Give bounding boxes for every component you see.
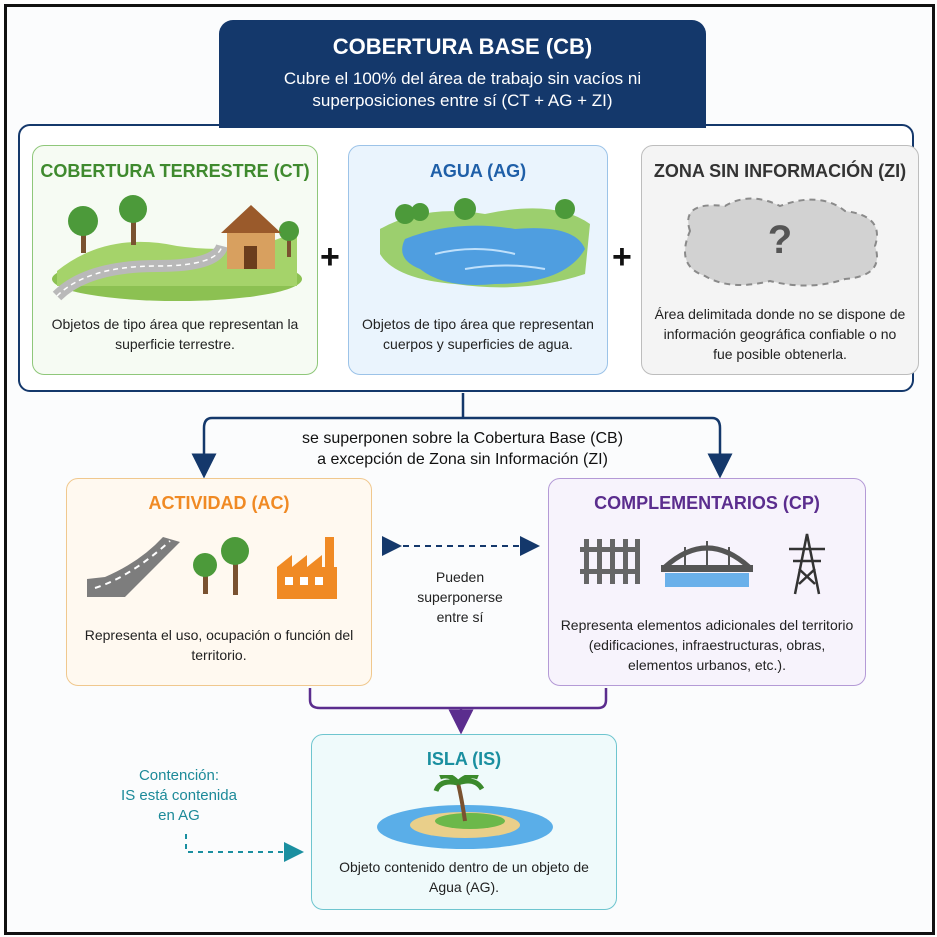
overlay-rule-text: se superponen sobre la Cobertura Base (C… <box>200 428 725 470</box>
card-desc-is: Objeto contenido dentro de un objeto de … <box>339 859 589 895</box>
landscape-icon <box>52 195 302 301</box>
plus-operator-1: + <box>320 238 340 276</box>
containment-line3: en AG <box>158 807 200 824</box>
trees-icon <box>193 537 249 595</box>
card-title-is: ISLA (IS) <box>426 749 502 769</box>
complement-icons <box>580 533 825 595</box>
overlap-note: Pueden superponerse entre sí <box>417 569 503 625</box>
factory-icon <box>277 537 337 599</box>
question-mark-icon: ? <box>767 218 793 262</box>
card-agua: AGUA (AG) Objetos de tipo área que repre… <box>348 145 608 375</box>
containment-line2: IS está contenida <box>121 787 237 804</box>
card-desc-ac: Representa el uso, ocupación o función d… <box>84 627 354 663</box>
unknown-area-icon <box>684 197 878 287</box>
island-icon <box>377 775 553 849</box>
card-title-ac: ACTIVIDAD (AC) <box>148 493 290 513</box>
house-icon <box>221 205 281 269</box>
card-complementarios: COMPLEMENTARIOS (CP) Representa elemento… <box>548 478 866 686</box>
card-desc-zi: Área delimitada donde no se dispone de i… <box>654 306 906 362</box>
header-title: COBERTURA BASE (CB) <box>332 34 593 59</box>
railway-icon <box>580 539 640 584</box>
trees-icon <box>68 195 299 257</box>
power-tower-icon <box>789 533 825 595</box>
card-title-ag: AGUA (AG) <box>429 161 527 181</box>
card-desc-ag: Objetos de tipo área que representan cue… <box>362 316 594 352</box>
activity-icons <box>87 537 337 599</box>
layers-to-is-connector <box>308 688 608 718</box>
overlay-rule-line2: a excepción de Zona sin Información (ZI) <box>317 451 608 468</box>
lake-icon <box>380 198 590 288</box>
bridge-icon <box>661 541 753 587</box>
header-subtitle: Cubre el 100% del área de trabajo sin va… <box>283 69 642 110</box>
plus-operator-2: + <box>612 238 632 276</box>
road-icon <box>87 537 180 597</box>
card-title-cp: COMPLEMENTARIOS (CP) <box>594 493 820 513</box>
containment-note: Contención: IS está contenida en AG <box>104 766 254 826</box>
card-desc-cp: Representa elementos adicionales del ter… <box>560 617 854 673</box>
containment-line1: Contención: <box>138 767 220 784</box>
cobertura-base-header: COBERTURA BASE (CB) Cubre el 100% del ár… <box>219 20 706 128</box>
card-title-ct: COBERTURA TERRESTRE (CT) <box>40 161 310 181</box>
card-cobertura-terrestre: COBERTURA TERRESTRE (CT) Objetos de tipo… <box>32 145 318 375</box>
card-zona-sin-informacion: ZONA SIN INFORMACIÓN (ZI) ? Área delimit… <box>641 145 919 375</box>
overlay-rule-line1: se superponen sobre la Cobertura Base (C… <box>301 430 624 447</box>
containment-arrow <box>185 834 304 862</box>
cb-to-layers-connector <box>202 393 722 462</box>
card-desc-ct: Objetos de tipo área que representan la … <box>51 316 299 352</box>
card-actividad: ACTIVIDAD (AC) Representa el uso, ocupac… <box>66 478 372 686</box>
card-isla: ISLA (IS) Objeto contenido dentro de un … <box>311 734 617 910</box>
card-title-zi: ZONA SIN INFORMACIÓN (ZI) <box>653 161 907 181</box>
